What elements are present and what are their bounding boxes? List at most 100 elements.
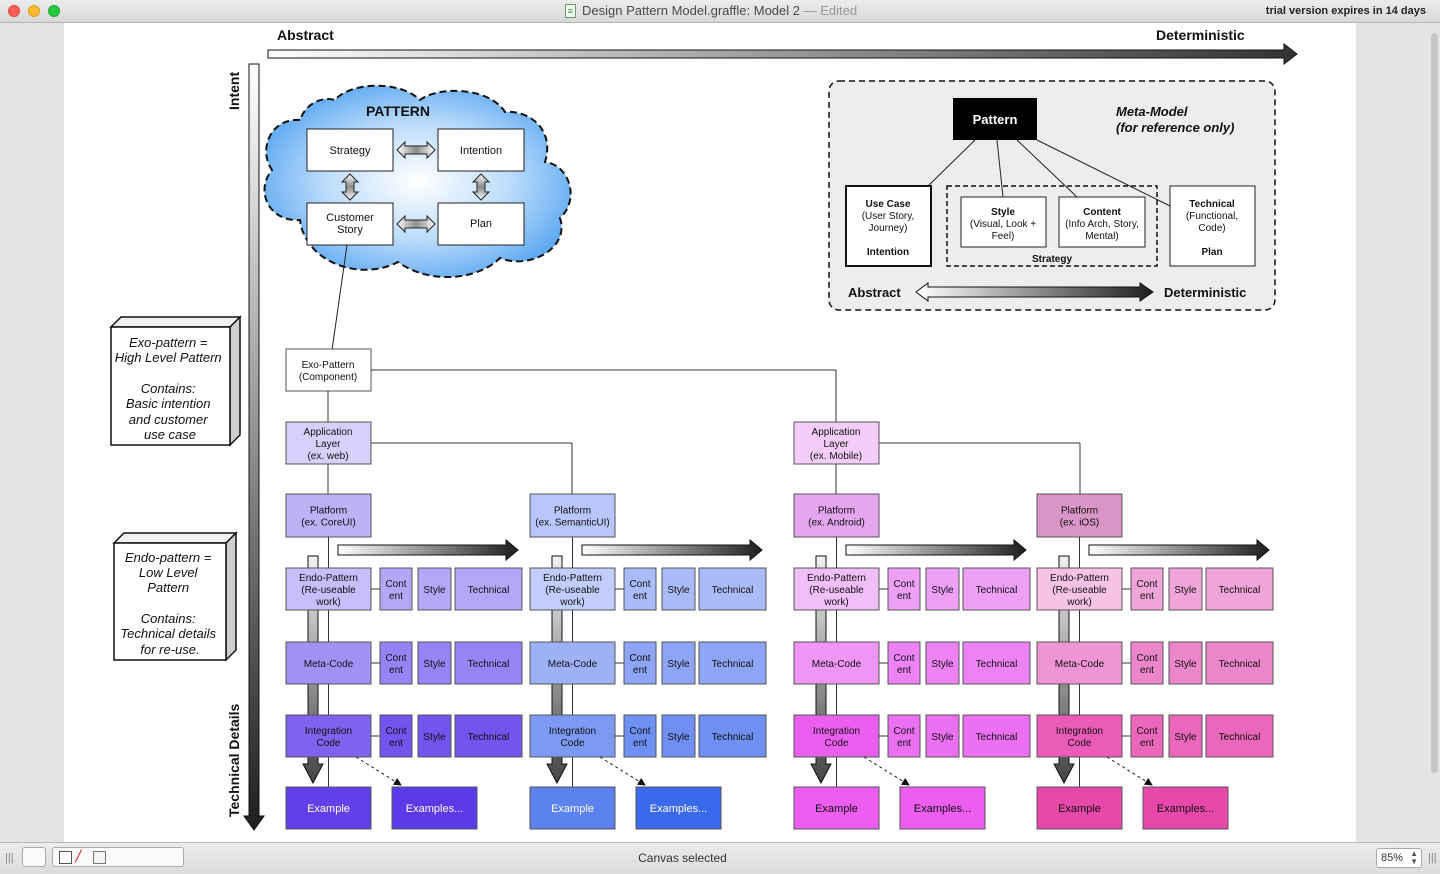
platform-4-integration-technical[interactable]: Technical bbox=[1205, 714, 1274, 758]
platform-4-example[interactable]: Example bbox=[1036, 786, 1123, 830]
platform-3-box[interactable]: Platform(ex. Android) bbox=[793, 493, 880, 538]
platform-2-endo-technical[interactable]: Technical bbox=[698, 567, 767, 611]
platform-4-box[interactable]: Platform(ex. iOS) bbox=[1036, 493, 1123, 538]
platform-4-example-label: Example bbox=[1058, 803, 1101, 815]
platform-3-integration-content-label-line1: Cont bbox=[893, 726, 914, 737]
meta-usecase-box[interactable]: Use Case (User Story, Journey) Intention bbox=[845, 185, 932, 267]
app-layer-mobile[interactable]: Application Layer (ex. Mobile) bbox=[793, 421, 880, 465]
platform-1-meta-content[interactable]: Content bbox=[379, 641, 413, 685]
platform-4-meta-technical[interactable]: Technical bbox=[1205, 641, 1274, 685]
platform-4-examples-more[interactable]: Examples... bbox=[1142, 786, 1229, 830]
platform-3-meta-technical[interactable]: Technical bbox=[962, 641, 1031, 685]
cloud-strategy-box[interactable]: Strategy bbox=[306, 128, 394, 172]
platform-2-endo-row: Endo-Pattern(Re-useablework)ContentStyle… bbox=[529, 567, 767, 611]
exo-note-line-6: and customer bbox=[129, 412, 208, 427]
meta-style-box[interactable]: Style (Visual, Look + Feel) bbox=[960, 196, 1047, 248]
platform-4-meta-style[interactable]: Style bbox=[1168, 641, 1203, 685]
meta-technical-box[interactable]: Technical (Functional, Code) Plan bbox=[1169, 185, 1256, 267]
edited-indicator: Edited bbox=[820, 3, 858, 18]
platform-1-integration-style[interactable]: Style bbox=[417, 714, 452, 758]
platform-3-endo-content[interactable]: Content bbox=[887, 567, 921, 611]
meta-pattern-root[interactable]: Pattern bbox=[953, 98, 1037, 140]
vertical-scrollbar[interactable] bbox=[1431, 33, 1438, 773]
platform-1-endo-technical[interactable]: Technical bbox=[454, 567, 523, 611]
platform-3-meta-style[interactable]: Style bbox=[925, 641, 960, 685]
platform-4-integration-content-label-line2: ent bbox=[1140, 738, 1154, 749]
platform-2-meta-box[interactable]: Meta-Code bbox=[529, 641, 616, 685]
platform-1-example[interactable]: Example bbox=[285, 786, 372, 830]
stepper-arrows-icon[interactable]: ▲▼ bbox=[1410, 849, 1418, 866]
app-layer-web-line1: Application bbox=[304, 427, 353, 438]
platform-3-integration-technical[interactable]: Technical bbox=[962, 714, 1031, 758]
platform-1-examples-more[interactable]: Examples... bbox=[391, 786, 478, 830]
platform-2-integration-technical[interactable]: Technical bbox=[698, 714, 767, 758]
platform-3-integration-style[interactable]: Style bbox=[925, 714, 960, 758]
platform-4-endo-label-line3: work) bbox=[1066, 597, 1091, 608]
app-layer-web[interactable]: Application Layer (ex. web) bbox=[285, 421, 372, 465]
platform-4-integration-style[interactable]: Style bbox=[1168, 714, 1203, 758]
platform-2-integration-style[interactable]: Style bbox=[661, 714, 696, 758]
cloud-customer-story-box[interactable]: Customer Story bbox=[306, 202, 394, 246]
platform-2-box[interactable]: Platform(ex. SemanticUI) bbox=[529, 493, 616, 538]
platform-3-examples-more[interactable]: Examples... bbox=[899, 786, 986, 830]
style-tray-button[interactable]: ╱ bbox=[52, 847, 184, 867]
platform-2-endo-content[interactable]: Content bbox=[623, 567, 657, 611]
app-layer-mobile-line3: (ex. Mobile) bbox=[810, 451, 862, 462]
zoom-window-button[interactable] bbox=[48, 5, 60, 17]
platform-1-box[interactable]: Platform(ex. CoreUI) bbox=[285, 493, 372, 538]
platform-1-integration-content[interactable]: Content bbox=[379, 714, 413, 758]
platform-1-meta-technical-label: Technical bbox=[468, 659, 510, 670]
platform-3-endo-style[interactable]: Style bbox=[925, 567, 960, 611]
platform-4-endo-style[interactable]: Style bbox=[1168, 567, 1203, 611]
platform-3-integration-content[interactable]: Content bbox=[887, 714, 921, 758]
platform-1-meta-style[interactable]: Style bbox=[417, 641, 452, 685]
platform-3-example[interactable]: Example bbox=[793, 786, 880, 830]
minimize-window-button[interactable] bbox=[28, 5, 40, 17]
canvas-list-toggle-button[interactable] bbox=[22, 847, 46, 867]
exo-pattern-note[interactable]: Exo-pattern = High Level Pattern Contain… bbox=[109, 315, 242, 447]
platform-4-integration-content[interactable]: Content bbox=[1130, 714, 1164, 758]
meta-strategy-group[interactable]: Strategy bbox=[946, 185, 1158, 267]
platform-3-endo-technical[interactable]: Technical bbox=[962, 567, 1031, 611]
platform-3-meta-box[interactable]: Meta-Code bbox=[793, 641, 880, 685]
platform-2-endo-style[interactable]: Style bbox=[661, 567, 696, 611]
platform-4-endo-technical[interactable]: Technical bbox=[1205, 567, 1274, 611]
meta-content-line1: (Info Arch, Story, bbox=[1065, 219, 1139, 230]
cloud-plan-box[interactable]: Plan bbox=[437, 202, 525, 246]
endo-pattern-note[interactable]: Endo-pattern = Low Level Pattern Contain… bbox=[112, 531, 238, 662]
platform-1-meta-technical[interactable]: Technical bbox=[454, 641, 523, 685]
platform-1-endo-content[interactable]: Content bbox=[379, 567, 413, 611]
platform-1-endo-style[interactable]: Style bbox=[417, 567, 452, 611]
platform-3-meta-content[interactable]: Content bbox=[887, 641, 921, 685]
zoom-stepper[interactable]: 85% ▲▼ bbox=[1376, 848, 1422, 868]
platform-1-integration-technical[interactable]: Technical bbox=[454, 714, 523, 758]
left-resize-grip[interactable]: ||| bbox=[5, 852, 14, 864]
platform-2-endo-label-line3: work) bbox=[559, 597, 584, 608]
cloud-intention-box[interactable]: Intention bbox=[437, 128, 525, 172]
exo-pattern-box[interactable]: Exo-Pattern (Component) bbox=[285, 348, 372, 392]
meta-model-panel[interactable] bbox=[828, 80, 1276, 311]
platform-4-endo-label-line1: Endo-Pattern bbox=[1050, 573, 1109, 584]
platform-2-meta-technical[interactable]: Technical bbox=[698, 641, 767, 685]
platform-4-meta-box[interactable]: Meta-Code bbox=[1036, 641, 1123, 685]
platform-2-meta-content[interactable]: Content bbox=[623, 641, 657, 685]
platform-4-meta-content[interactable]: Content bbox=[1130, 641, 1164, 685]
platform-2-meta-style[interactable]: Style bbox=[661, 641, 696, 685]
close-window-button[interactable] bbox=[8, 5, 20, 17]
platform-4-endo-content[interactable]: Content bbox=[1130, 567, 1164, 611]
platform-2-examples-more[interactable]: Examples... bbox=[635, 786, 722, 830]
platform-2-integration-content[interactable]: Content bbox=[623, 714, 657, 758]
platform-2-example[interactable]: Example bbox=[529, 786, 616, 830]
right-resize-grip[interactable]: ||| bbox=[1428, 852, 1437, 864]
meta-content-box[interactable]: Content (Info Arch, Story, Mental) bbox=[1058, 196, 1146, 248]
platform-1-meta-box[interactable]: Meta-Code bbox=[285, 641, 372, 685]
